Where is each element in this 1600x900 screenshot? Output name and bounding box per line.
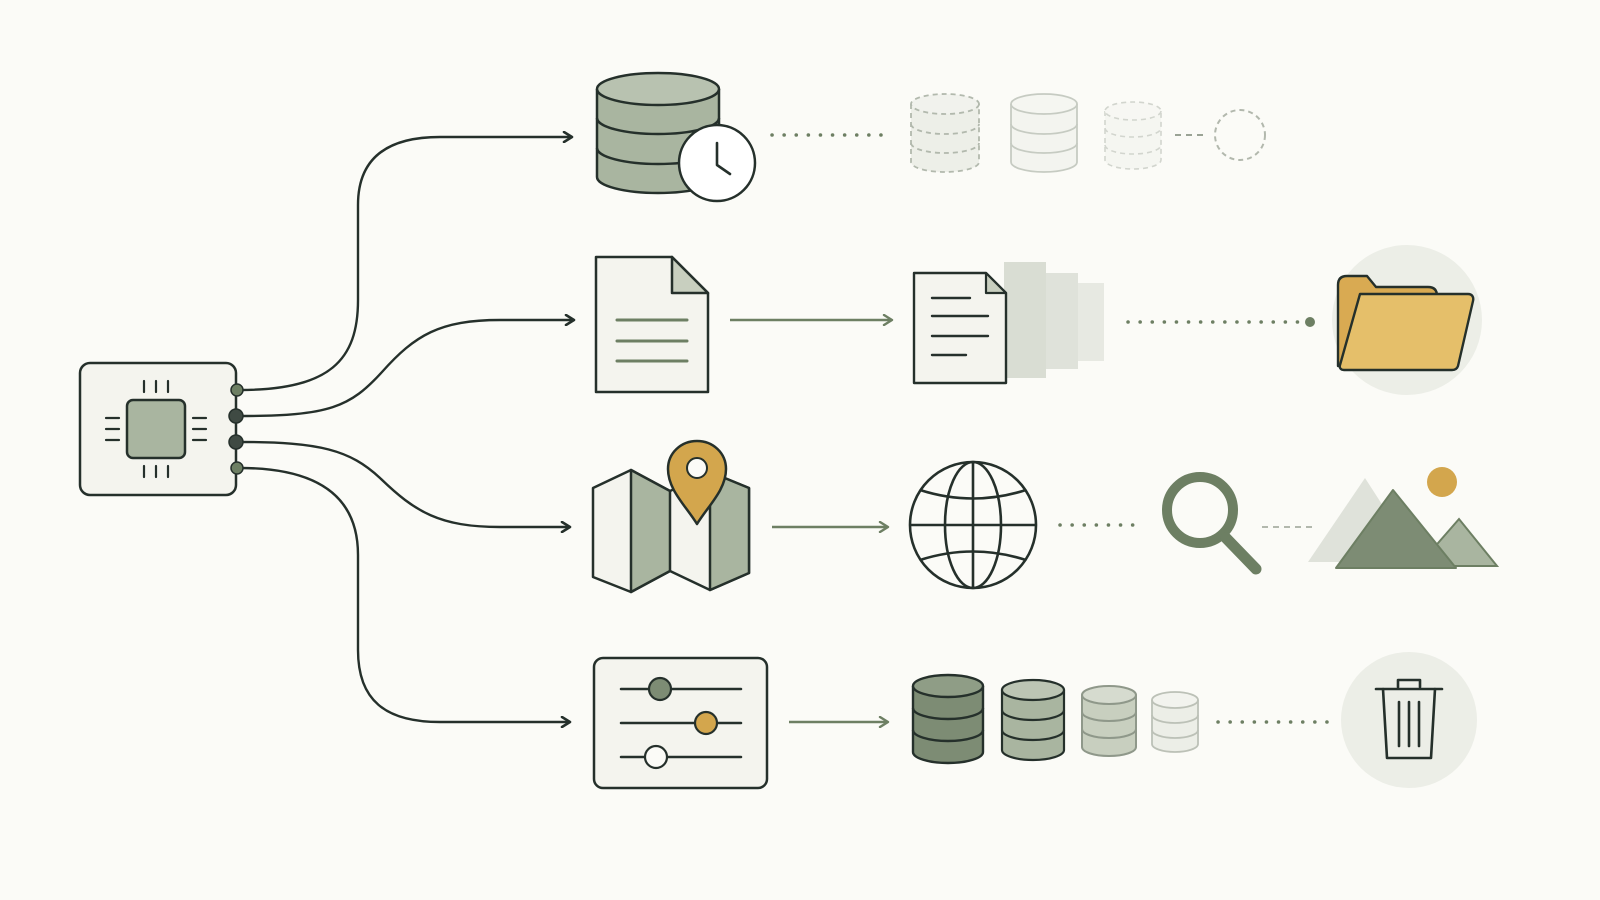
map-pin-icon xyxy=(591,439,751,594)
connector-to-settings xyxy=(239,466,570,722)
folder-icon xyxy=(1332,245,1482,395)
trash-icon xyxy=(1341,652,1477,788)
connector-to-documents xyxy=(239,320,574,418)
stacked-documents-icon xyxy=(912,262,1104,385)
faded-database-icon xyxy=(910,93,980,173)
connector-to-locations xyxy=(239,440,570,527)
search-icon xyxy=(1162,472,1262,575)
mountain-image-icon xyxy=(1308,467,1500,569)
branch-connectors xyxy=(239,137,574,722)
fading-database-stack-icon xyxy=(911,673,1199,765)
link-end-dot xyxy=(1305,317,1315,327)
processor-chip-icon xyxy=(78,361,238,497)
faded-database-icon xyxy=(1010,93,1078,173)
faded-database-icon xyxy=(1104,101,1162,170)
connector-to-backups xyxy=(239,137,572,392)
database-clock-icon xyxy=(595,71,757,203)
globe-icon xyxy=(908,460,1038,590)
sliders-panel-icon xyxy=(592,656,769,790)
empty-circle-icon xyxy=(1214,109,1266,161)
connector-ports xyxy=(228,383,244,475)
document-icon xyxy=(594,255,710,394)
